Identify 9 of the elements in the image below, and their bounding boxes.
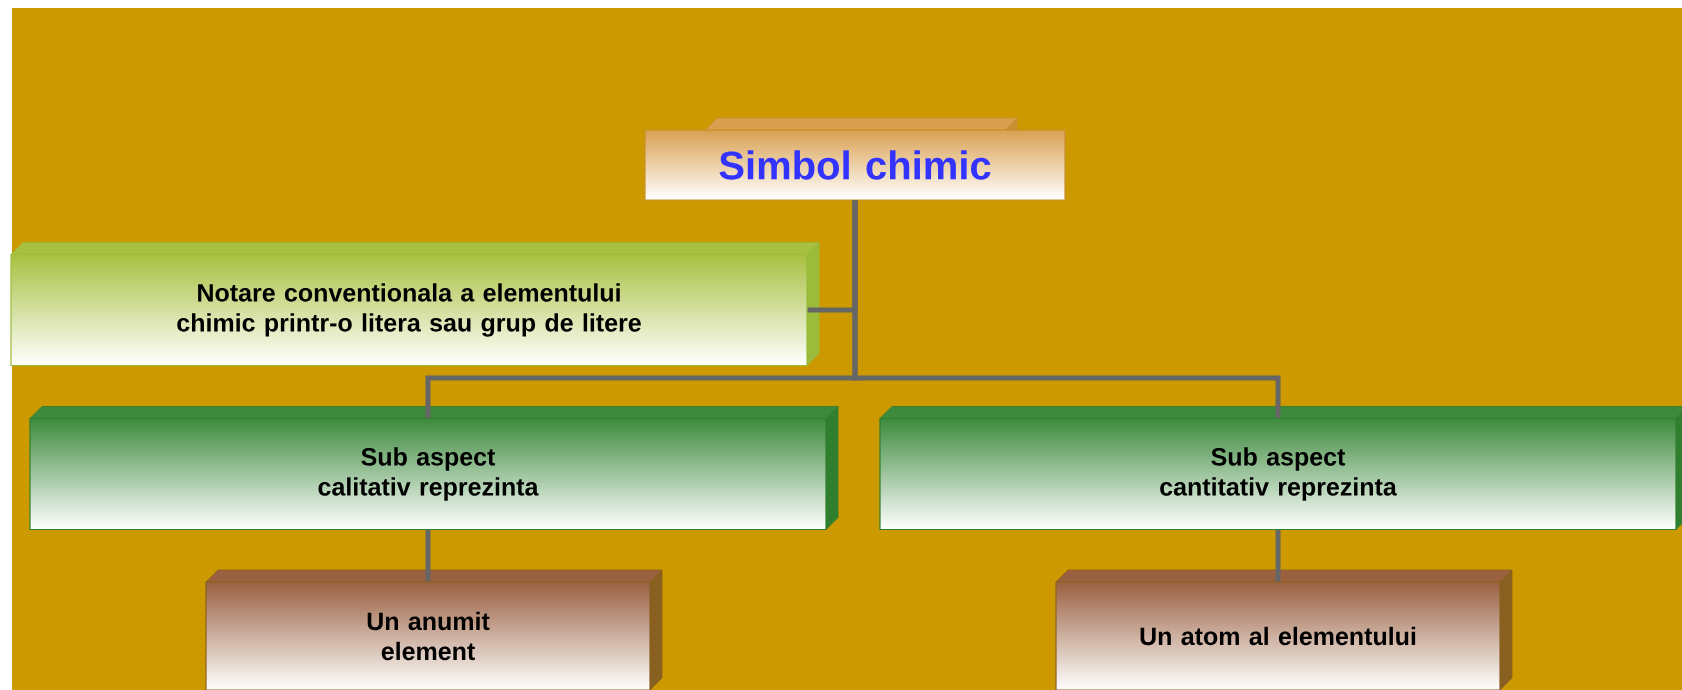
process-box: Un atom al elementului	[1055, 569, 1513, 690]
process-box: Un anumit element	[205, 569, 663, 690]
process-box: Notare conventionala a elementului chimic printr-o litera sau grup de litere	[10, 242, 820, 367]
process-box: Sub aspect cantitativ reprezinta	[879, 406, 1682, 531]
connector-line	[852, 200, 1281, 418]
connector-line	[425, 530, 431, 582]
process-box: Simbol chimic	[644, 117, 1066, 201]
connector-line	[1275, 530, 1281, 582]
process-box: Sub aspect calitativ reprezinta	[29, 406, 839, 531]
